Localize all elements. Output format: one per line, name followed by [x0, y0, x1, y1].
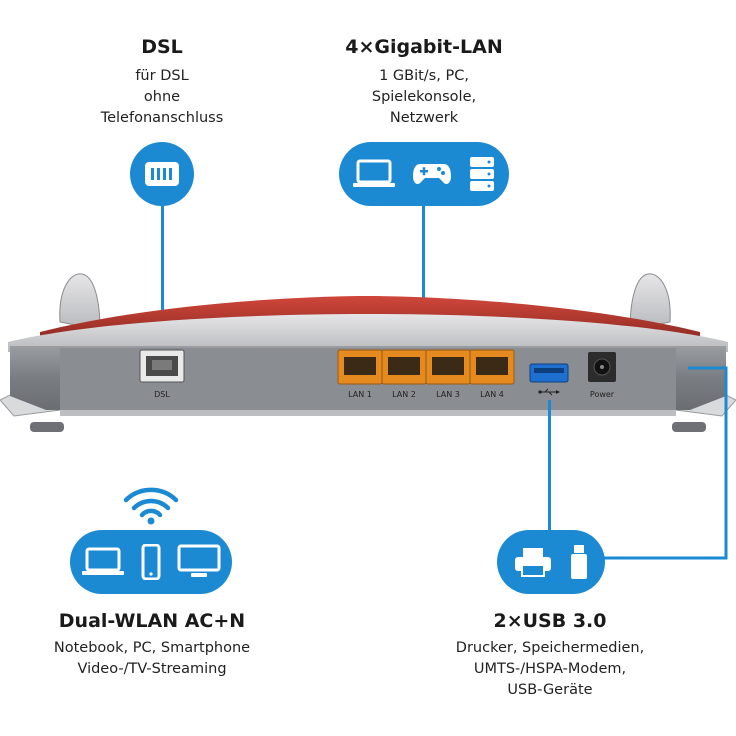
usb-stick-icon — [571, 545, 587, 579]
dsl-line-1: für DSL — [135, 68, 189, 84]
lan-icon-badge — [339, 142, 509, 206]
router-back-panel: DSL LAN 1 LAN 2 LAN 3 LAN 4 Power — [0, 273, 736, 432]
gamepad-icon — [413, 164, 451, 184]
usb-title: 2×USB 3.0 — [493, 610, 607, 632]
laptop-icon — [353, 159, 395, 187]
lan-line-1: 1 GBit/s, PC, — [379, 68, 469, 84]
smartphone-icon — [141, 544, 161, 580]
usb-line-2: UMTS-/HSPA-Modem, — [473, 661, 627, 677]
dsl-line-2: ohne — [143, 89, 181, 105]
lan-title: 4×Gigabit-LAN — [345, 36, 503, 58]
power-port-label: Power — [590, 390, 615, 399]
lan-line-2: Spielekonsole, — [371, 89, 477, 105]
wlan-line-1: Notebook, PC, Smartphone — [53, 640, 251, 656]
lan-port-2 — [381, 349, 427, 385]
dsl-description: für DSL ohne Telefonanschluss — [62, 66, 262, 129]
dsl-title: DSL — [141, 36, 183, 58]
usb-icon-badge — [497, 530, 605, 594]
lan-connector-line — [422, 206, 425, 350]
wlan-title: Dual-WLAN AC+N — [58, 610, 246, 632]
wlan-icon-badge — [70, 530, 232, 594]
lan-3-label: LAN 3 — [436, 390, 460, 399]
lan-4-label: LAN 4 — [480, 390, 504, 399]
usb-port — [529, 363, 569, 383]
wlan-line-2: Video-/TV-Streaming — [77, 661, 227, 677]
lan-port-3 — [425, 349, 471, 385]
lan-description: 1 GBit/s, PC, Spielekonsole, Netzwerk — [324, 66, 524, 129]
power-port — [588, 352, 616, 382]
lan-port-4 — [469, 349, 515, 385]
dsl-port-icon — [145, 162, 179, 186]
monitor-icon — [177, 544, 221, 577]
printer-icon — [515, 548, 551, 577]
wlan-description: Notebook, PC, Smartphone Video-/TV-Strea… — [32, 638, 272, 680]
wifi-icon — [123, 487, 179, 525]
lan-1-label: LAN 1 — [348, 390, 372, 399]
server-icon — [470, 157, 494, 191]
lan-line-3: Netzwerk — [389, 110, 459, 126]
lan-port-1 — [337, 349, 383, 385]
dsl-icon-badge — [130, 142, 194, 206]
usb-description: Drucker, Speichermedien, UMTS-/HSPA-Mode… — [430, 638, 670, 701]
dsl-connector-line — [161, 206, 164, 352]
dsl-port-label: DSL — [154, 390, 170, 399]
dsl-line-3: Telefonanschluss — [100, 110, 224, 126]
usb-connector-line — [548, 400, 551, 534]
dsl-port — [139, 349, 185, 383]
usb-connector-line-right — [590, 366, 728, 560]
laptop-icon — [82, 547, 124, 575]
usb-line-3: USB-Geräte — [507, 682, 593, 698]
usb-line-1: Drucker, Speichermedien, — [455, 640, 645, 656]
usb-symbol-icon — [538, 388, 560, 396]
lan-2-label: LAN 2 — [392, 390, 416, 399]
